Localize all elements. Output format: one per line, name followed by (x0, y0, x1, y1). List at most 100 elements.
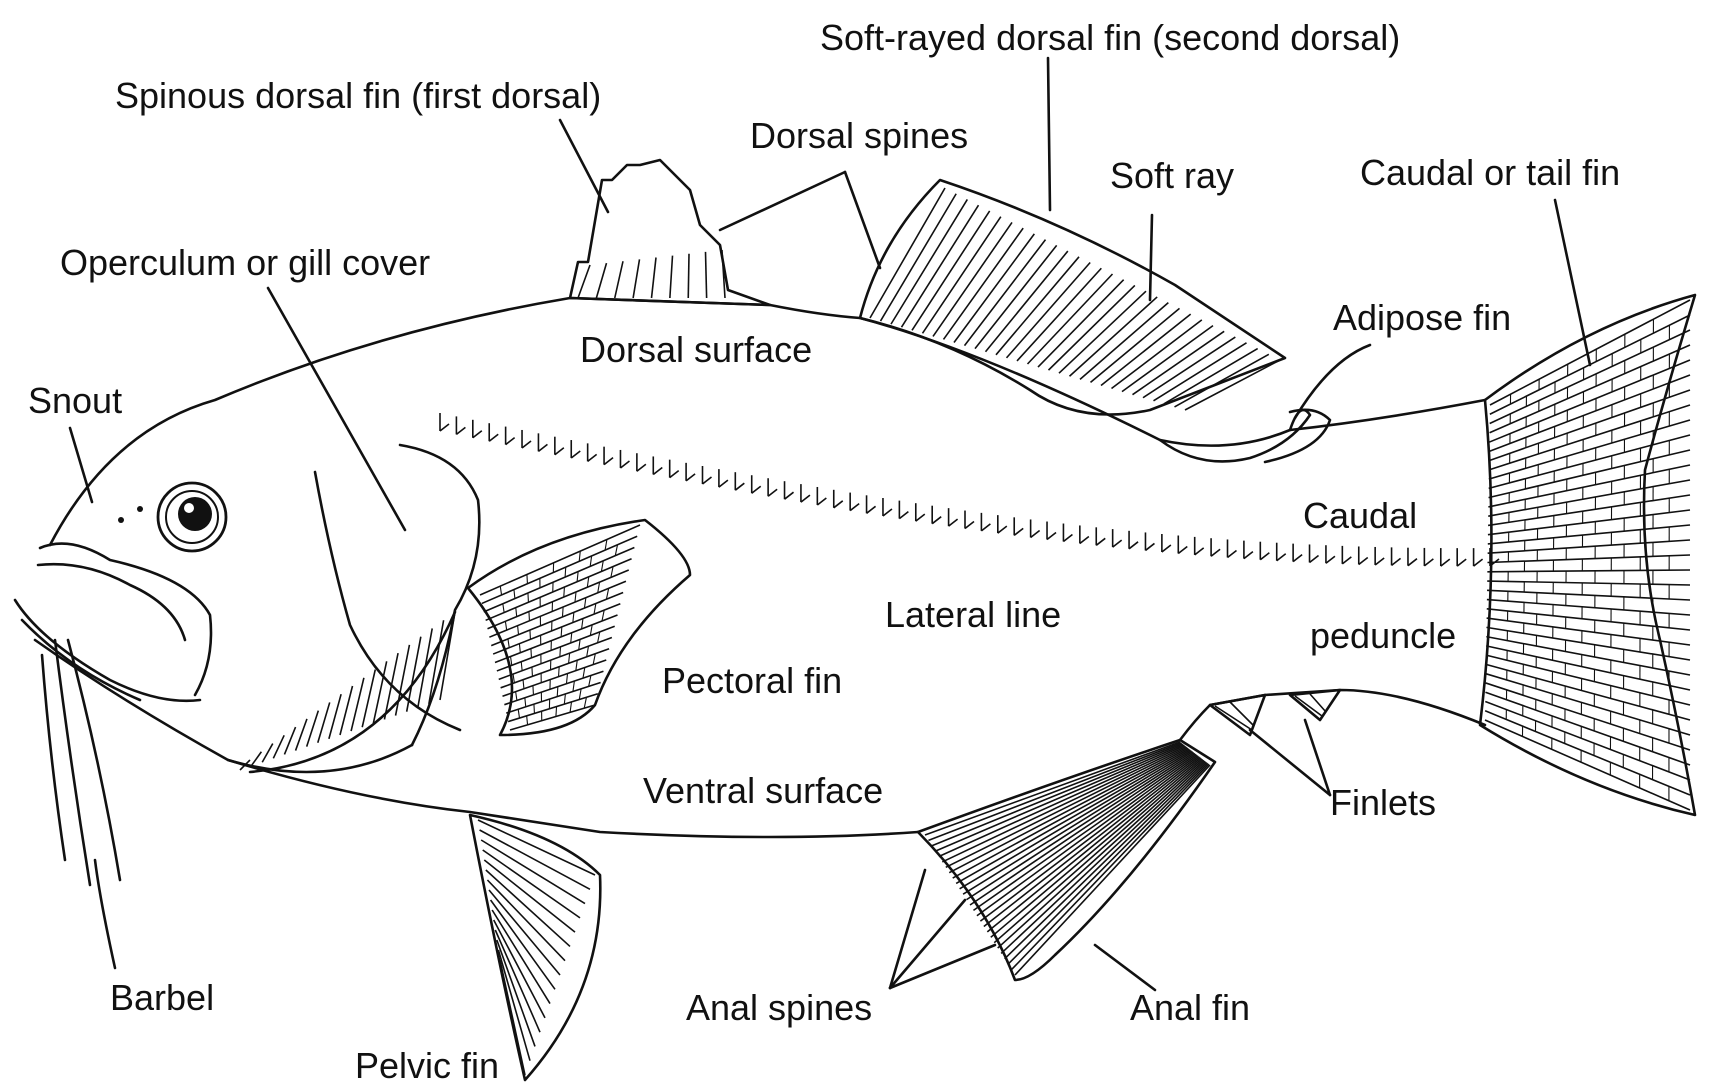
fin-ray-stroke (686, 474, 695, 481)
fin-ray-stroke (1162, 545, 1171, 552)
fin-ray-stroke (456, 427, 465, 434)
leader-anal-spines-c (890, 945, 995, 988)
fin-ray-stroke (340, 686, 353, 735)
fin-ray-stroke (1375, 558, 1384, 565)
fin-ray-stroke (719, 480, 728, 487)
label-soft-ray: Soft ray (1110, 155, 1234, 196)
fin-ray-stroke (1474, 559, 1483, 566)
body-outline (35, 298, 1485, 837)
leader-soft-rayed-dorsal (1048, 58, 1050, 210)
fin-ray-stroke (273, 735, 284, 758)
fin-ray-stroke (1342, 557, 1351, 564)
fin-ray-stroke (785, 492, 794, 499)
fin-ray-stroke (531, 649, 532, 658)
leader-dorsal-spines-b (845, 172, 880, 268)
fin-ray-stroke (506, 438, 515, 445)
fin-ray-stroke (1408, 559, 1417, 566)
fin-ray-stroke (1096, 538, 1105, 545)
fin-ray-stroke (1392, 558, 1401, 565)
pectoral-fin (468, 520, 690, 735)
fin-ray-stroke (530, 630, 531, 639)
fin-ray-stroke (557, 687, 558, 697)
fin-ray-stroke (262, 744, 273, 763)
label-snout: Snout (28, 380, 122, 421)
fin-ray-stroke (1129, 542, 1138, 549)
fin-ray-stroke (529, 612, 530, 621)
fin-ray-stroke (1031, 530, 1040, 537)
fin-ray-stroke (559, 667, 560, 677)
fin-ray-stroke (532, 667, 533, 676)
fin-ray-stroke (1195, 548, 1204, 555)
fin-ray-stroke (949, 519, 958, 526)
head (15, 445, 479, 772)
label-caudal-tail-fin: Caudal or tail fin (1360, 152, 1620, 193)
fin-ray-stroke (1326, 556, 1335, 563)
fin-ray-stroke (560, 647, 561, 657)
fin-ray-stroke (653, 467, 662, 474)
fin-ray-stroke (867, 506, 876, 513)
fin-ray-stroke (998, 526, 1007, 533)
fin-ray-stroke (1260, 553, 1269, 560)
label-pelvic-fin: Pelvic fin (355, 1045, 499, 1086)
nostrils (118, 506, 143, 523)
fin-ray-stroke (571, 451, 580, 458)
fin-ray-stroke (1310, 555, 1319, 562)
fin-ray-stroke (588, 454, 597, 461)
anal-fin (918, 740, 1215, 980)
fin-ray-stroke (670, 471, 679, 478)
fin-ray-stroke (473, 431, 482, 438)
fin-ray-stroke (561, 627, 562, 637)
fin-ray-stroke (489, 434, 498, 441)
label-caudal: Caudal (1303, 495, 1417, 536)
soft-dorsal-fin (860, 180, 1285, 415)
label-finlets: Finlets (1330, 782, 1436, 823)
caudal-fin (1480, 295, 1695, 815)
eye (158, 483, 226, 551)
label-peduncle: peduncle (1310, 615, 1456, 656)
fin-ray-stroke (752, 486, 761, 493)
pelvic-fin (470, 815, 600, 1080)
label-ventral-surface: Ventral surface (643, 770, 883, 811)
leader-caudal-fin (1555, 200, 1590, 365)
fin-ray-stroke (965, 522, 974, 529)
fin-ray-stroke (688, 254, 689, 298)
fin-ray-stroke (1047, 533, 1056, 540)
fin-ray-stroke (556, 707, 557, 717)
fin-ray-stroke (1277, 554, 1286, 561)
label-dorsal-spines: Dorsal spines (750, 115, 968, 156)
label-operculum: Operculum or gill cover (60, 242, 430, 283)
fin-ray-stroke (307, 711, 319, 747)
leader-spinous-dorsal (560, 120, 608, 212)
fin-ray-stroke (899, 512, 908, 519)
fin-ray-stroke (522, 441, 531, 448)
label-barbel: Barbel (110, 977, 214, 1018)
fin-ray-stroke (1178, 546, 1187, 553)
fin-ray-stroke (834, 501, 843, 508)
fin-ray-stroke (351, 678, 364, 731)
fin-ray-stroke (604, 458, 613, 465)
leader-dorsal-spines-a (720, 172, 845, 230)
label-anal-spines: Anal spines (686, 987, 872, 1028)
fin-ray-stroke (527, 574, 528, 583)
fin-ray-stroke (801, 495, 810, 502)
fin-ray-stroke (296, 719, 307, 751)
fin-ray-stroke (564, 587, 565, 597)
fin-ray-stroke (1441, 559, 1450, 566)
fin-ray-stroke (932, 517, 941, 524)
fin-ray-stroke (1145, 543, 1154, 550)
leader-anal-spines-b (890, 900, 965, 988)
fin-ray-stroke (735, 483, 744, 490)
fin-ray-stroke (817, 498, 826, 505)
fin-ray-stroke (850, 504, 859, 511)
finlets (1210, 690, 1340, 735)
labels: Soft-rayed dorsal fin (second dorsal) Sp… (28, 17, 1620, 1086)
fin-ray-stroke (1211, 549, 1220, 556)
fin-ray-stroke (1228, 550, 1237, 557)
fin-ray-stroke (916, 514, 925, 521)
fin-ray-stroke (1113, 540, 1122, 547)
label-dorsal-surface: Dorsal surface (580, 329, 812, 370)
fin-ray-stroke (883, 509, 892, 516)
fin-ray-stroke (284, 727, 295, 754)
fin-ray-stroke (555, 448, 564, 455)
fin-ray-stroke (565, 567, 566, 577)
